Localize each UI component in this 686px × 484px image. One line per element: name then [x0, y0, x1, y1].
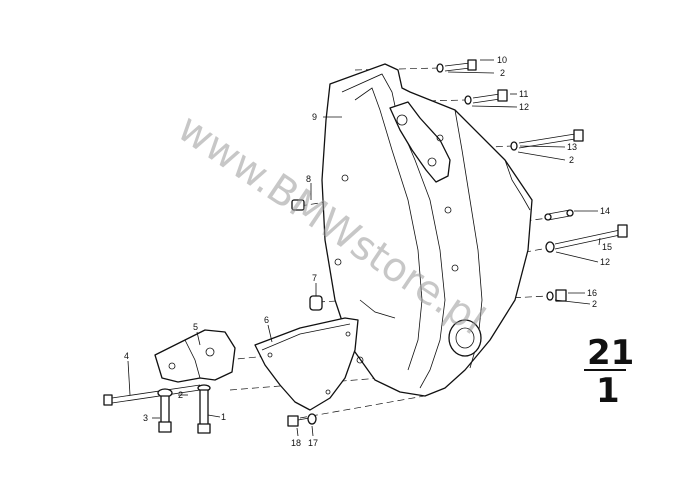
callout-9: 9 [312, 112, 317, 122]
callout-7: 7 [312, 273, 317, 283]
group-number-top: 21 [587, 333, 634, 373]
bolt-18 [287, 413, 317, 427]
callout-2: 2 [500, 68, 505, 78]
callout-10: 10 [497, 55, 507, 65]
bolt-4 [103, 384, 201, 406]
clutch-housing [321, 63, 533, 397]
cover-plate [254, 317, 359, 411]
bolt-10 [436, 59, 477, 73]
callout-14: 14 [600, 206, 610, 216]
callout-1: 1 [221, 412, 226, 422]
dowel-7 [309, 295, 323, 311]
callout-6: 6 [264, 315, 269, 325]
callout-2: 2 [178, 390, 183, 400]
callout-18: 18 [291, 438, 301, 448]
stud-14 [544, 209, 574, 221]
group-number: 21 1 [584, 333, 634, 411]
group-number-bottom: 1 [596, 371, 620, 411]
leader-lines [127, 59, 601, 437]
callout-8: 8 [306, 174, 311, 184]
callout-4: 4 [124, 351, 129, 361]
bolt-15 [545, 224, 628, 253]
callout-16: 16 [587, 288, 597, 298]
callout-15: 15 [602, 242, 612, 252]
callout-13: 13 [567, 142, 577, 152]
callout-2: 2 [569, 155, 574, 165]
callout-17: 17 [308, 438, 318, 448]
callout-2: 2 [592, 299, 597, 309]
callout-12: 12 [600, 257, 610, 267]
callout-11: 11 [519, 89, 528, 99]
nut-16 [546, 289, 567, 302]
bracket [154, 329, 236, 383]
bolt-3 [157, 388, 173, 433]
callout-3: 3 [143, 413, 148, 423]
bolt-1 [197, 384, 211, 434]
plug-8 [291, 199, 305, 211]
callout-labels: 10 2 11 12 13 2 14 15 12 16 2 9 8 7 6 5 … [124, 55, 612, 448]
bolt-11 [464, 89, 508, 105]
callout-12: 12 [519, 102, 529, 112]
callout-5: 5 [193, 322, 198, 332]
